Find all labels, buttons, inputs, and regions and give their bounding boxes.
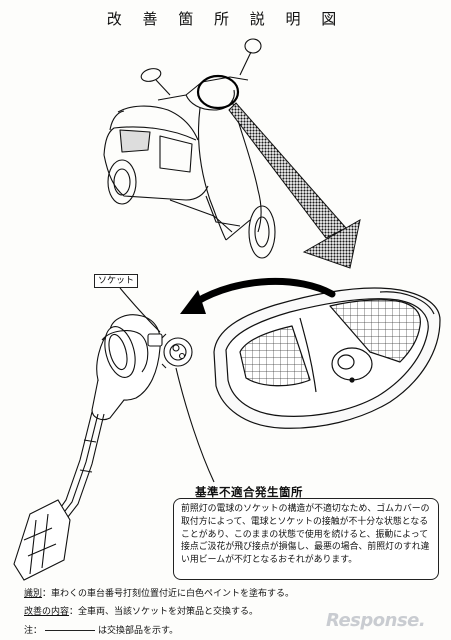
legend-text: は交換部品を示す。 xyxy=(98,626,179,636)
curved-arrow xyxy=(180,277,336,314)
issue-description-text: 前照灯の電球のソケットの構造が不適切なため、ゴムカバーの取付方によって、電球とソ… xyxy=(181,504,430,566)
issue-location-heading: 基準不適合発生箇所 xyxy=(195,485,303,499)
socket-callout-label: ソケット xyxy=(94,274,139,288)
identification-label: 識別 xyxy=(24,589,43,599)
remedy-label: 改善の内容 xyxy=(24,607,70,617)
headlight-assembly xyxy=(213,287,441,429)
legend-note: 注： は交換部品を示す。 xyxy=(24,623,178,636)
legend-label: 注： xyxy=(24,626,43,636)
socket-and-bulb xyxy=(91,287,215,483)
watermark-logo: Response. xyxy=(326,610,426,631)
identification-text: ：車わくの車台番号打刻位置付近に白色ペイントを塗布する。 xyxy=(42,589,295,599)
remedy-note: 改善の内容：全車両、当該ソケットを対策品と交換する。 xyxy=(24,604,258,617)
identification-note: 識別：車わくの車台番号打刻位置付近に白色ペイントを塗布する。 xyxy=(24,586,294,599)
issue-description-box: 前照灯の電球のソケットの構造が不適切なため、ゴムカバーの取付方によって、電球とソ… xyxy=(173,498,439,580)
wire-harness xyxy=(13,411,105,581)
remedy-text: ：全車両、当該ソケットを対策品と交換する。 xyxy=(69,607,259,617)
scooter-illustration xyxy=(103,38,276,259)
highlight-circle xyxy=(196,74,240,110)
replacement-part-line-symbol xyxy=(45,630,96,631)
pointer-arrow xyxy=(228,102,361,269)
page-title: 改 善 箇 所 説 明 図 xyxy=(106,10,345,28)
